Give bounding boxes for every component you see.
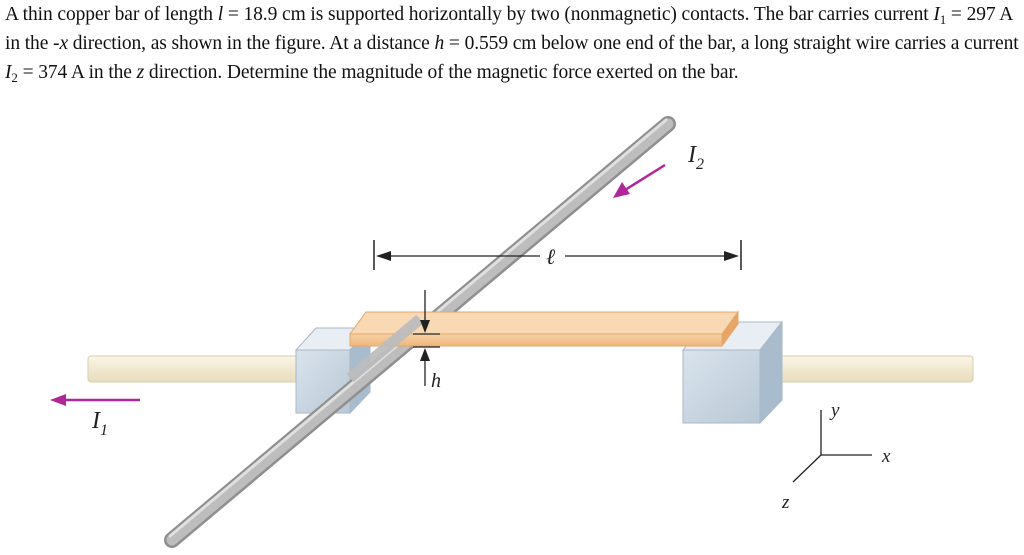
problem-text: A thin copper bar of length [5,4,218,25]
var-x: x [59,33,68,54]
subscript-2: 2 [11,70,18,85]
var-l: l [217,4,224,25]
length-dimension [373,240,742,270]
problem-text: = 18.9 cm is supported horizontally by t… [223,4,934,25]
current-I2-arrow [613,163,666,198]
problem-text: = 297 A in the - [5,4,1013,54]
axis-label-x: x [881,446,891,467]
problem-text: = 0.559 cm below one end of the bar, a l… [444,33,1019,54]
label-h: h [431,370,441,392]
problem-statement: A thin copper bar of length l = 18.9 cm … [5,0,1020,87]
problem-text: direction, as shown in the figure. At a … [68,33,435,54]
h-dimension [413,290,440,386]
subscript-1: 1 [939,12,947,27]
axis-label-y: y [829,400,840,421]
left-rod [87,355,304,383]
problem-text: direction. Determine the magnitude of th… [144,62,739,83]
var-I1: I [933,4,940,25]
var-z: z [136,62,145,83]
current-I1-arrow [50,394,140,406]
copper-bar [349,310,739,348]
label-I2: I2 [687,142,704,173]
var-h: h [434,33,445,54]
label-ell: ℓ [546,244,556,269]
var-I2: I [5,62,12,83]
coordinate-axes [792,410,872,483]
label-I1: I1 [91,408,108,439]
axis-label-z: z [781,492,790,513]
wire-front-segment [346,314,424,383]
problem-text: = 374 A in the [17,62,137,83]
